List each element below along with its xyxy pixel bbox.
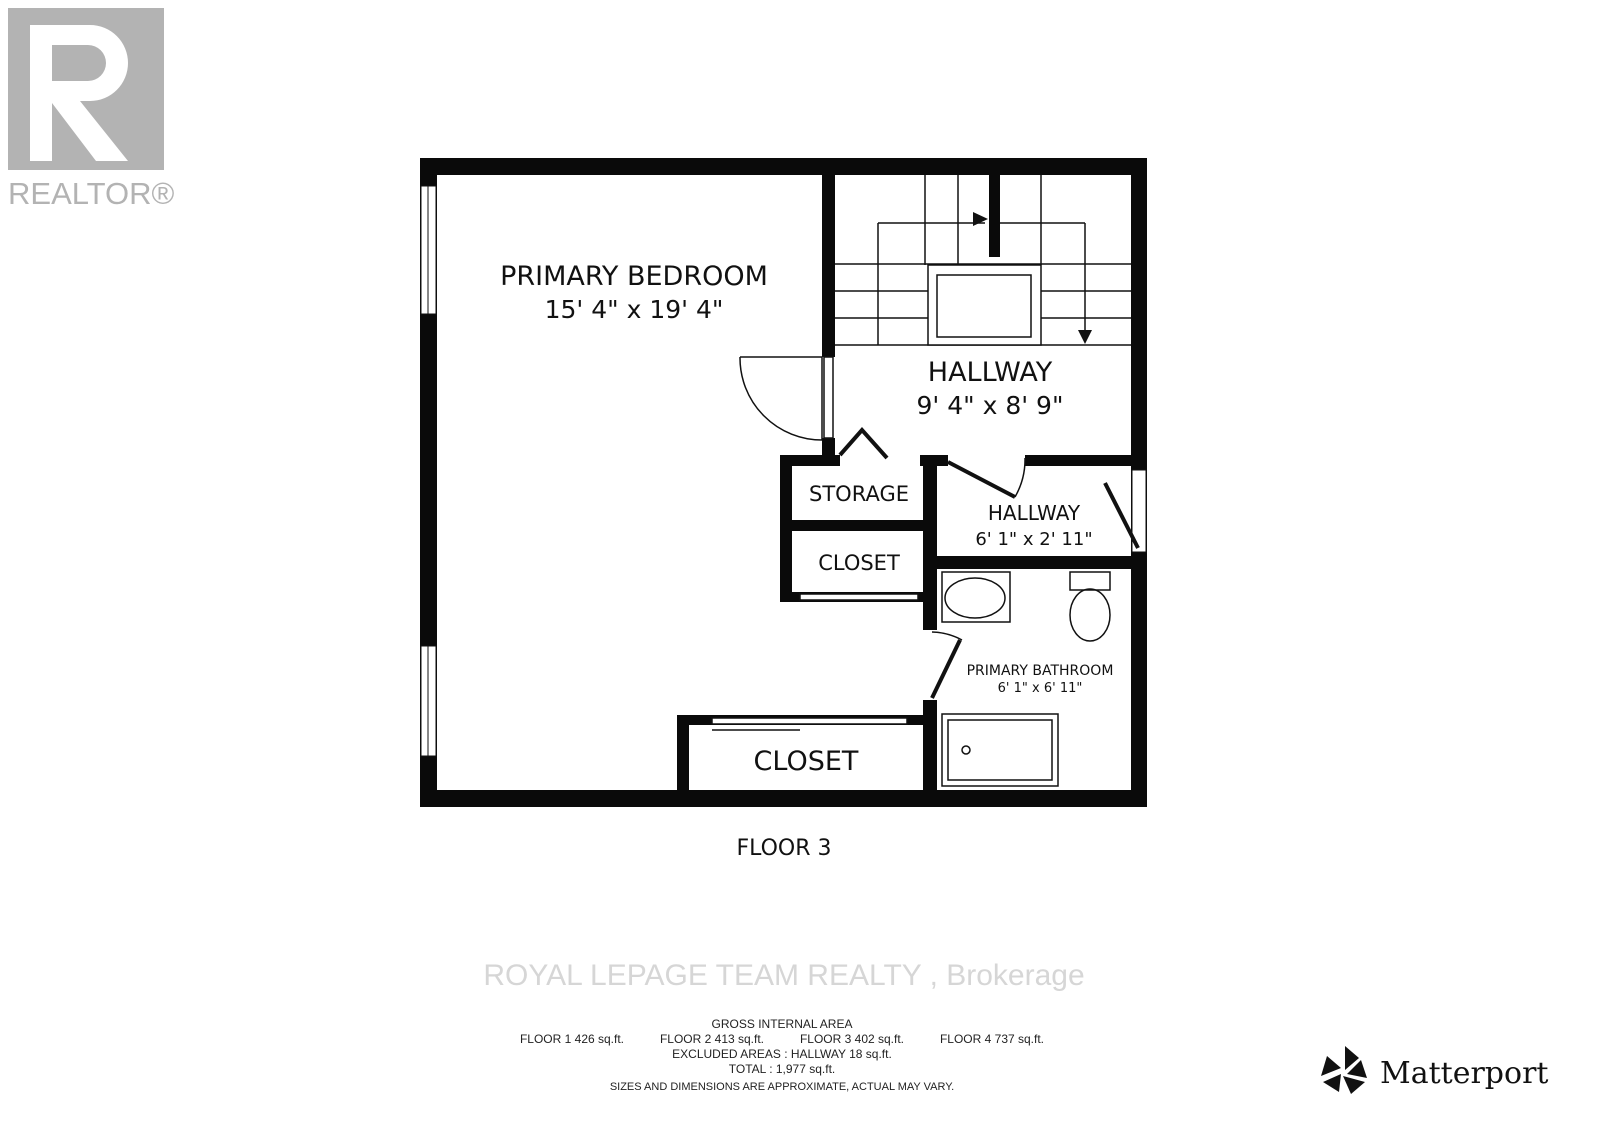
watermark: ROYAL LEPAGE TEAM REALTY , Brokerage — [483, 959, 1084, 992]
sink-icon — [944, 577, 1006, 619]
room-name-hallway-small: HALLWAY — [988, 501, 1081, 525]
room-dims-primary-bedroom: 15' 4" x 19' 4" — [545, 295, 724, 324]
doors — [711, 356, 1140, 731]
summary-title: GROSS INTERNAL AREA — [712, 1017, 853, 1031]
summary-floor-3: FLOOR 3 402 sq.ft. — [800, 1032, 904, 1046]
shower-icon — [941, 713, 1059, 787]
area-summary: GROSS INTERNAL AREA FLOOR 1 426 sq.ft. F… — [520, 1017, 1044, 1093]
room-name-closet-bottom: CLOSET — [754, 746, 859, 777]
room-dims-primary-bathroom: 6' 1" x 6' 11" — [998, 681, 1083, 696]
realtor-logo: REALTOR® — [8, 8, 175, 211]
toilet-bowl-icon — [1069, 588, 1111, 642]
room-name-primary-bedroom: PRIMARY BEDROOM — [500, 261, 768, 292]
room-name-storage: STORAGE — [809, 482, 909, 506]
matterport-logo: Matterport — [1321, 1046, 1548, 1094]
matterport-icon — [1321, 1046, 1367, 1094]
summary-floor-4: FLOOR 4 737 sq.ft. — [940, 1032, 1044, 1046]
room-dims-hallway-main: 9' 4" x 8' 9" — [917, 391, 1064, 420]
room-name-hallway-main: HALLWAY — [928, 357, 1053, 388]
room-name-primary-bathroom: PRIMARY BATHROOM — [967, 663, 1114, 679]
room-dims-hallway-small: 6' 1" x 2' 11" — [975, 529, 1092, 550]
windows — [420, 185, 1147, 757]
summary-total: TOTAL : 1,977 sq.ft. — [729, 1062, 836, 1076]
floor-label: FLOOR 3 — [736, 836, 831, 861]
realtor-text: REALTOR® — [8, 176, 175, 211]
walls — [420, 158, 1147, 807]
bathroom-fixtures — [941, 571, 1111, 787]
toilet-tank-icon — [1069, 571, 1111, 591]
staircase — [835, 175, 1131, 346]
summary-floor-2: FLOOR 2 413 sq.ft. — [660, 1032, 764, 1046]
matterport-text: Matterport — [1380, 1056, 1548, 1091]
summary-excluded: EXCLUDED AREAS : HALLWAY 18 sq.ft. — [672, 1047, 892, 1061]
room-name-closet-small: CLOSET — [818, 551, 900, 575]
summary-floor-1: FLOOR 1 426 sq.ft. — [520, 1032, 624, 1046]
summary-disclaimer: SIZES AND DIMENSIONS ARE APPROXIMATE, AC… — [610, 1081, 954, 1093]
